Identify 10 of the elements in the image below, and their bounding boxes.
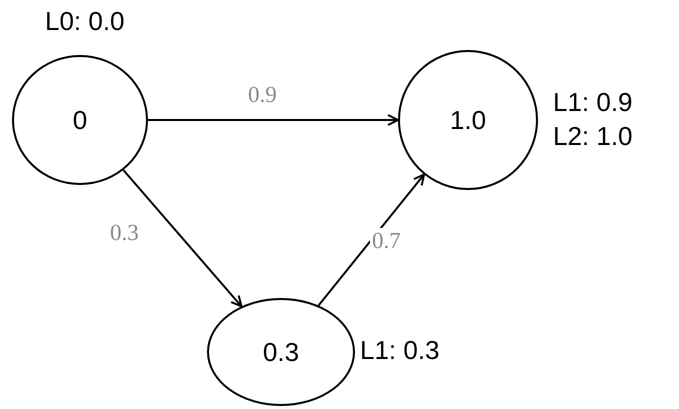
arrow xyxy=(122,169,242,308)
node-value: 0 xyxy=(72,104,88,136)
level-annotation: L1: 0.3 xyxy=(360,334,440,367)
node-value: 1.0 xyxy=(450,104,486,136)
level-annotation: L1: 0.9 xyxy=(553,86,633,119)
arrow xyxy=(318,174,426,306)
level-annotation: L2: 1.0 xyxy=(553,120,633,153)
node-value: 0.3 xyxy=(262,336,300,368)
arrow xyxy=(148,114,399,126)
level-annotation: L0: 0.0 xyxy=(45,5,125,38)
